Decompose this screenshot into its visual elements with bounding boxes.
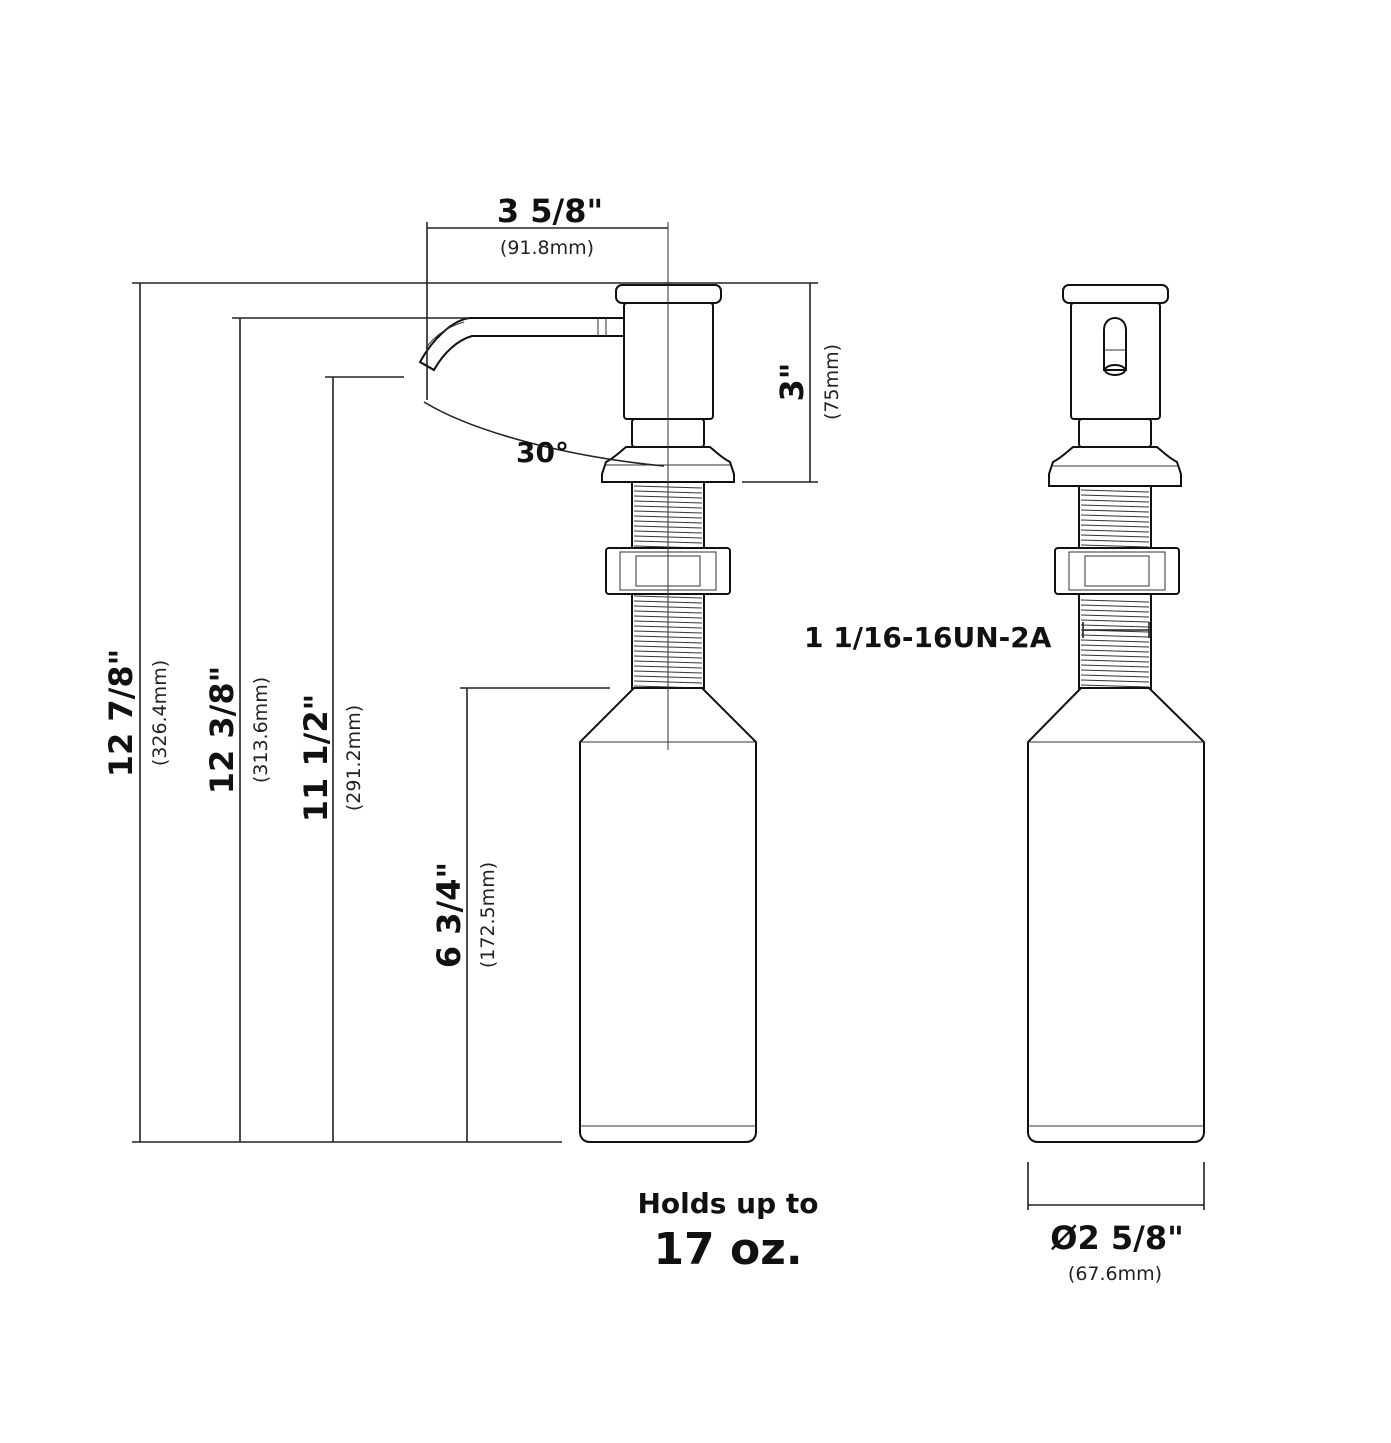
front-neck [1078,418,1152,448]
front-bottle [1027,687,1205,1143]
spout-top-height-imperial: 12 3/8" [203,666,241,795]
thread-line [1080,499,1150,503]
spout-outlet-height-imperial: 11 1/2" [297,694,335,823]
front-view-dispenser [1027,284,1205,1143]
thread-line [1080,504,1150,508]
thread-line [1080,624,1150,628]
side-view-dispenser [418,222,757,1143]
thread-line [1080,524,1150,528]
bottle-height-metric: (172.5mm) [477,862,499,968]
thread-line [1080,639,1150,643]
thread-line [1080,529,1150,533]
front-pump-head [1070,302,1161,420]
front-pump-cap [1062,284,1169,304]
thread-line [1080,659,1150,663]
side-bottle [579,687,757,1143]
bottle-diameter-metric: (67.6mm) [1068,1263,1162,1285]
overall-height-imperial: 12 7/8" [102,649,140,778]
side-spout [418,317,624,372]
thread-line [1080,509,1150,513]
thread-line [1080,539,1150,543]
thread-line [1080,614,1150,618]
thread-spec-label: 1 1/16-16UN-2A [804,621,1052,654]
capacity-line1: Holds up to [637,1187,818,1220]
thread-line [1080,489,1150,493]
thread-line [1080,669,1150,673]
front-spout-outlet [1103,317,1127,371]
spout-top-height-metric: (313.6mm) [250,677,272,783]
thread-line [1080,514,1150,518]
spout-outlet-height-metric: (291.2mm) [343,705,365,811]
bottle-diameter-imperial: Ø2 5/8" [1050,1219,1184,1257]
dimension-lines [132,222,1205,1210]
bottle-height-imperial: 6 3/4" [430,862,468,968]
thread-line [1080,619,1150,623]
thread-line [1080,674,1150,678]
thread-line [1080,679,1150,683]
thread-line [1080,634,1150,638]
thread-line [1080,599,1150,603]
thread-line [1080,609,1150,613]
spout-reach-metric: (91.8mm) [500,237,594,259]
thread-line [1080,519,1150,523]
head-height-imperial: 3" [773,363,811,402]
spout-angle-label: 30° [516,436,569,469]
spout-reach-imperial: 3 5/8" [497,192,603,230]
thread-line [1080,654,1150,658]
thread-line [1080,534,1150,538]
thread-line [1080,494,1150,498]
head-height-metric: (75mm) [821,344,843,420]
thread-line [1080,644,1150,648]
front-thread-lines [1080,489,1150,688]
thread-line [1080,544,1150,548]
thread-line [1080,604,1150,608]
thread-line [1080,684,1150,688]
thread-line [1080,664,1150,668]
capacity-line2: 17 oz. [653,1224,802,1275]
overall-height-metric: (326.4mm) [149,660,171,766]
thread-line [1080,649,1150,653]
front-mounting-nut [1054,547,1180,595]
